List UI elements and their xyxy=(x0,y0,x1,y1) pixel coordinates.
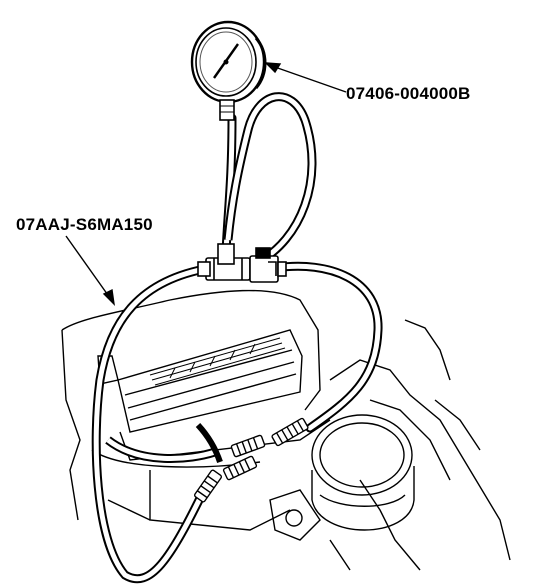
t-fitting-icon xyxy=(197,243,251,281)
engine-right-structure xyxy=(329,359,511,561)
hose-part-number-label: 07AAJ-S6MA150 xyxy=(16,215,153,234)
gauge-hose xyxy=(221,92,317,266)
valve-cover-ribs xyxy=(149,337,286,386)
engine-sump xyxy=(149,470,291,531)
engine-background xyxy=(61,289,511,571)
pressure-gauge-icon xyxy=(190,20,267,121)
hose-arrowhead xyxy=(102,288,115,306)
engine-left-edge xyxy=(61,329,81,521)
mount-bolt xyxy=(285,509,303,527)
mount-bracket xyxy=(269,489,321,541)
test-hose xyxy=(91,261,383,584)
valve-cover xyxy=(117,329,303,433)
hose-connector-icon xyxy=(193,417,309,503)
reservoir-body xyxy=(311,466,415,531)
engine-outline xyxy=(61,289,321,411)
shutoff-valve-icon xyxy=(249,247,287,283)
hose-leader-line xyxy=(65,235,111,299)
gauge-leader-line xyxy=(271,65,347,93)
gauge-stem xyxy=(219,99,235,121)
gauge-part-number-label: 07406-004000B xyxy=(346,84,471,103)
gauge-arrowhead xyxy=(264,62,282,74)
reservoir-cap xyxy=(311,414,413,496)
leader-arrows xyxy=(65,62,347,306)
